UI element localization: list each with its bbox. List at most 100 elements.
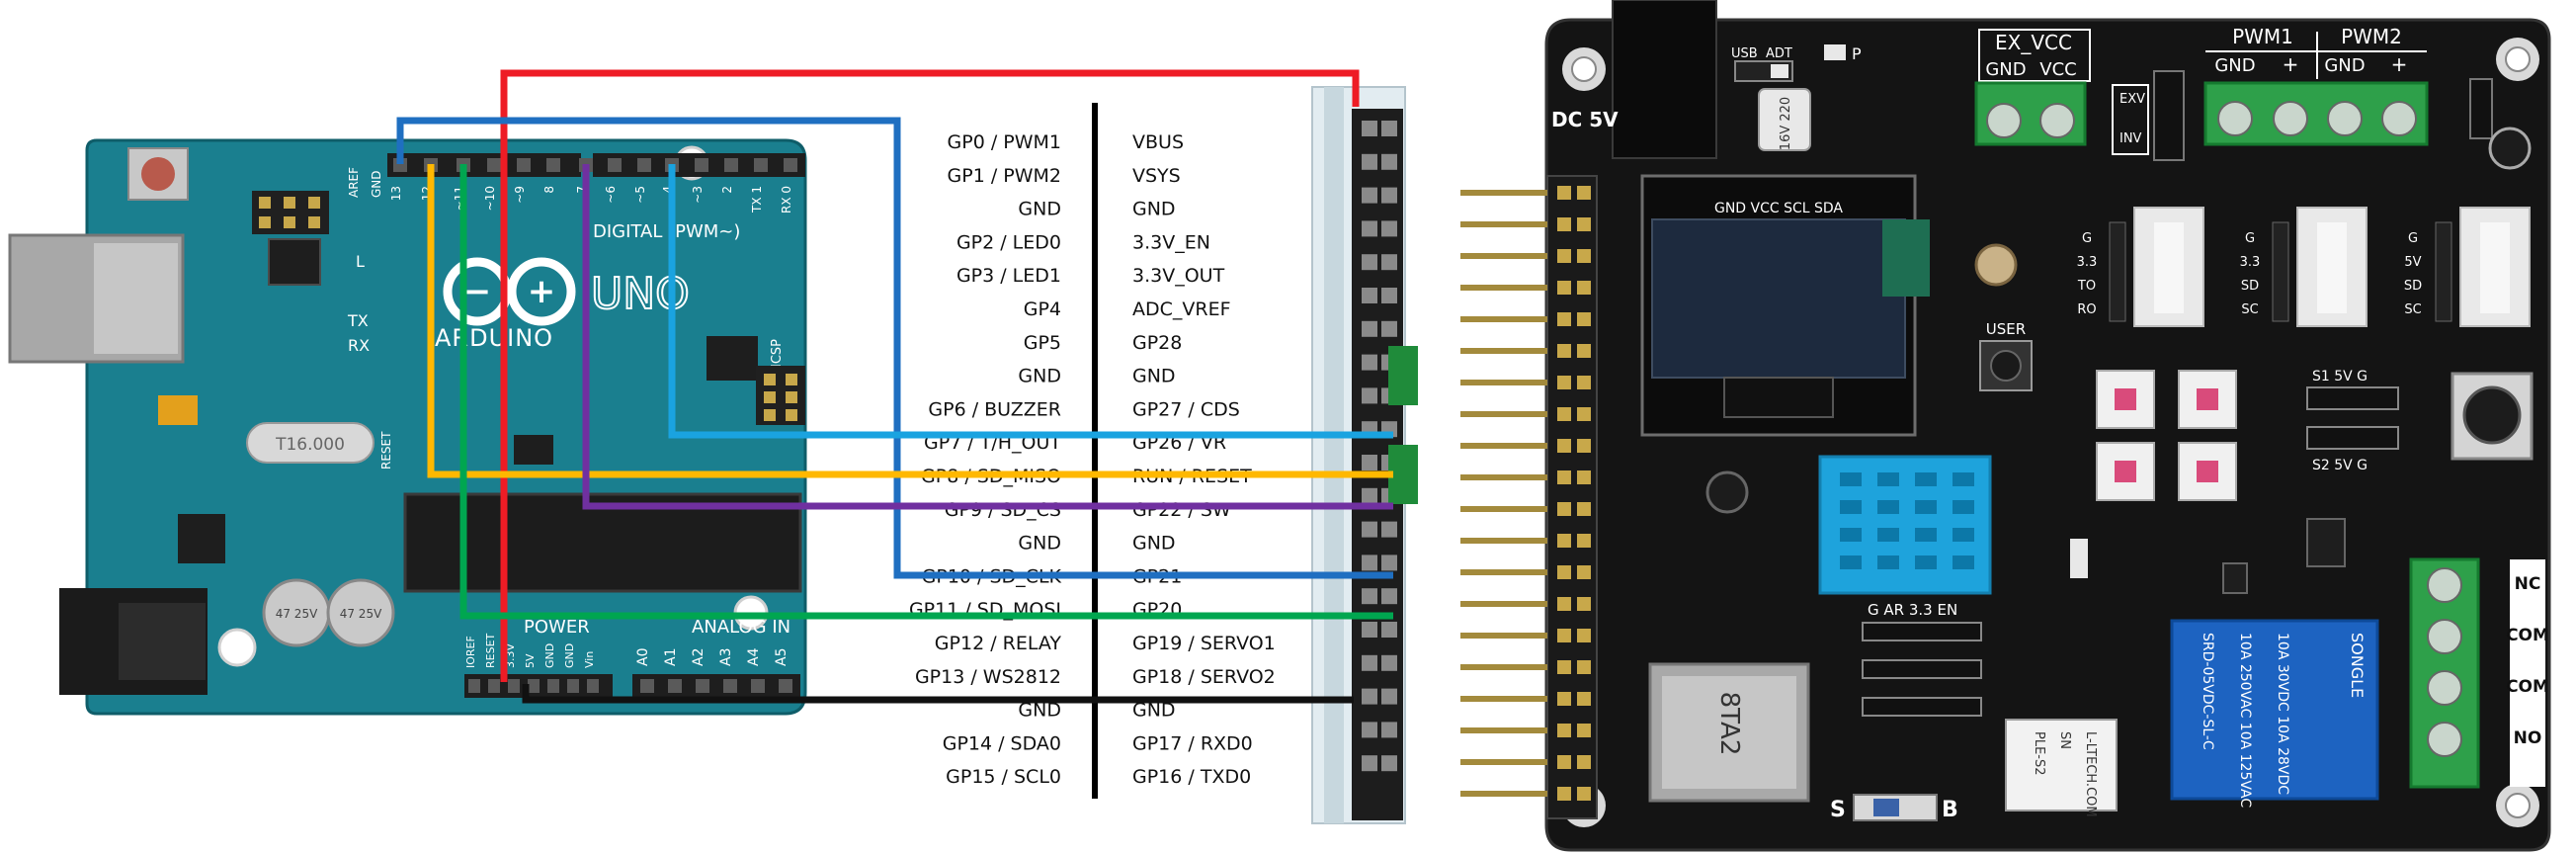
header-pin	[1381, 288, 1397, 303]
header-pin	[1460, 221, 1547, 227]
header-pin	[1577, 186, 1591, 200]
connector-con3	[2133, 207, 2204, 327]
power-pin	[508, 679, 520, 693]
header-pin	[1557, 312, 1571, 326]
header-pin	[1557, 755, 1571, 769]
digital-pin-label: ~9	[513, 186, 527, 204]
mounting-hole	[1562, 47, 1606, 91]
digital-pin-label: ~6	[604, 186, 618, 204]
header-pin	[1362, 722, 1377, 738]
potentiometer[interactable]	[2451, 372, 2534, 461]
smd-chip	[2306, 518, 2346, 567]
digital-pin-label: ~10	[483, 186, 497, 211]
jumper-s1-label: S1 5V G	[2312, 369, 2368, 384]
wires	[396, 69, 1393, 704]
pin-label-left: GP2 / LED0	[956, 231, 1061, 253]
crystal-oscillator	[246, 422, 374, 464]
header-pin	[1460, 411, 1547, 417]
pin-label-left: GP12 / RELAY	[935, 633, 1062, 654]
header-pin	[1557, 565, 1571, 579]
digital-header-label: DIGITAL (PWM~)	[593, 221, 740, 242]
connector-pin-label: 3.3	[2240, 255, 2261, 270]
digital-pin-label: 8	[542, 186, 556, 194]
connector-pin-label: SD	[2241, 279, 2259, 294]
header-pin	[1362, 555, 1377, 571]
crystal-label: T16.000	[275, 435, 345, 455]
analog-pin-label: A4	[746, 647, 762, 666]
header-pin	[1557, 281, 1571, 295]
wire-yellow	[427, 164, 1393, 478]
pwm-jumper[interactable]	[2469, 78, 2493, 139]
jumper-s2-label: S2 5V G	[2312, 458, 2368, 473]
rgb-led	[2178, 442, 2237, 501]
header-pin	[1362, 354, 1377, 371]
pwm2-gnd-label: GND	[2324, 55, 2365, 76]
header-pin	[1460, 601, 1547, 607]
icsp-header	[756, 366, 805, 425]
oled-pin-label: GND VCC SCL SDA	[1714, 201, 1843, 216]
l-led-label: L	[356, 252, 365, 271]
wire-red	[500, 69, 1360, 682]
header-pin	[1557, 344, 1571, 358]
header-pin	[1577, 312, 1591, 326]
rx-label: RX	[348, 336, 370, 355]
pin-label-right: GND	[1132, 533, 1176, 555]
header-pin	[1362, 688, 1377, 705]
digital-pin-label: 13	[389, 186, 403, 201]
smd-chip	[706, 336, 758, 381]
dc-5v-label: DC 5V	[1551, 108, 1619, 131]
header-pin	[1577, 597, 1591, 611]
header-pin	[1362, 521, 1377, 538]
svg-text:−: −	[463, 272, 492, 311]
pin-label-left: GP9 / SD_CS	[945, 499, 1061, 521]
digital-pin-label: TX 1	[750, 186, 764, 214]
relay-terminal-label-panel	[2510, 559, 2545, 787]
pwm1-gnd-label: GND	[2214, 55, 2255, 76]
reset-label: RESET	[379, 431, 393, 470]
ar-header-label: G AR 3.3 EN	[1868, 601, 1957, 619]
header-pin	[1557, 249, 1571, 263]
header-pin	[1577, 344, 1591, 358]
power-led	[1824, 44, 1846, 60]
connector-pin-label: SC	[2404, 302, 2421, 317]
board-dc-jack	[1612, 0, 1717, 159]
wire-dark-blue	[396, 117, 1393, 579]
capacitor	[326, 578, 395, 647]
header-pin	[1362, 320, 1377, 337]
user-button-label: USER	[1986, 320, 2026, 338]
header-pin	[1577, 755, 1591, 769]
connector-pin-label: TO	[2077, 279, 2096, 294]
header-pin	[1381, 622, 1397, 638]
header-pin	[1577, 660, 1591, 674]
dht-sensor	[1818, 455, 1992, 595]
jumper-s1[interactable]	[2306, 386, 2399, 410]
jumper-s2[interactable]	[2306, 426, 2399, 450]
pin-label-left: GP13 / WS2812	[915, 666, 1061, 688]
pin-label-right: 3.3V_OUT	[1132, 265, 1225, 287]
connector-con5	[2459, 207, 2531, 327]
header-pin	[1381, 755, 1397, 772]
analog-pin-label: A0	[635, 648, 651, 666]
analog-pin-label: A1	[663, 648, 679, 666]
sw2-s-label: S	[1830, 798, 1846, 822]
module-text: PLE-S2	[2032, 731, 2046, 776]
analog-pin	[668, 679, 682, 693]
power-pin-label: GND	[543, 643, 556, 668]
adt-label: ADT	[1766, 46, 1792, 61]
ex-vcc-gnd-label: GND	[1985, 59, 2026, 80]
header-pin	[1362, 187, 1377, 204]
reset-button-cap[interactable]	[141, 157, 175, 191]
analog-pin	[779, 679, 792, 693]
pin-label-left: GP4	[1024, 299, 1061, 320]
power-pin	[547, 679, 559, 693]
header-pin	[1577, 281, 1591, 295]
header-pin	[1557, 660, 1571, 674]
analog-pin	[751, 679, 765, 693]
header-pin	[1381, 220, 1397, 237]
exv-jumper[interactable]	[2153, 70, 2185, 161]
pin-label-right: GP22 / SW	[1132, 499, 1231, 521]
ar-header	[1862, 622, 1982, 641]
